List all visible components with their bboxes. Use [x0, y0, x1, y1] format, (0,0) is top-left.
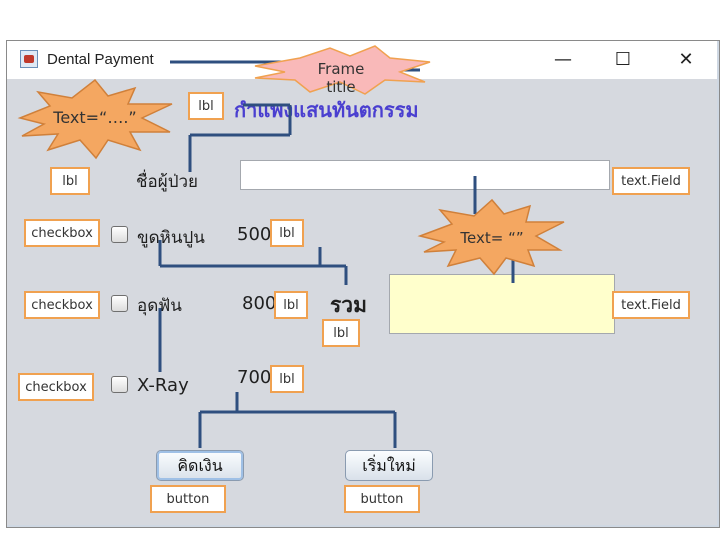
heading-lbl-tag: lbl [188, 92, 224, 120]
price-lbl-tag-1: lbl [270, 219, 304, 247]
total-field[interactable] [389, 274, 615, 334]
checkbox-tag-1: checkbox [24, 219, 100, 247]
patient-lbl-tag: lbl [50, 167, 90, 195]
scaling-label: ขูดหินปูน [137, 228, 205, 248]
reset-button[interactable]: เริ่มใหม่ [345, 450, 433, 481]
minimize-icon[interactable]: — [554, 49, 572, 70]
xray-label: X-Ray [137, 375, 189, 396]
checkbox-tag-2: checkbox [24, 291, 100, 319]
frame-title-burst [254, 45, 431, 95]
scaling-checkbox[interactable] [111, 226, 128, 243]
patient-name-label: ชื่อผู้ป่วย [136, 172, 199, 192]
frame-title-annotation: Frame title [317, 60, 365, 96]
maximize-icon[interactable]: ☐ [614, 49, 632, 70]
filling-price: 800 [242, 293, 277, 314]
calculate-button[interactable]: คิดเงิน [156, 450, 244, 481]
filling-label: อุดฟัน [137, 296, 182, 316]
empty-text-annotation: Text= “” [460, 229, 524, 247]
patient-name-field[interactable] [240, 160, 610, 190]
price-lbl-tag-2: lbl [274, 291, 308, 319]
clinic-heading: กำแพงแสนทันตกรรม [234, 98, 419, 122]
button-tag-2: button [344, 485, 420, 513]
button-tag-1: button [150, 485, 226, 513]
total-lbl-tag: lbl [322, 319, 360, 347]
close-icon[interactable]: ✕ [678, 49, 694, 70]
textfield-tag-2: text.Field [612, 291, 690, 319]
filling-checkbox[interactable] [111, 295, 128, 312]
scaling-price: 500 [237, 224, 272, 245]
heading-text-burst [17, 78, 173, 160]
textfield-tag-1: text.Field [612, 167, 690, 195]
xray-price: 700 [237, 367, 272, 388]
checkbox-tag-3: checkbox [18, 373, 94, 401]
heading-text-annotation: Text=“….” [53, 108, 137, 127]
price-lbl-tag-3: lbl [270, 365, 304, 393]
empty-text-burst [417, 198, 565, 276]
xray-checkbox[interactable] [111, 376, 128, 393]
java-app-icon [20, 50, 38, 68]
total-label: รวม [330, 293, 367, 317]
window-title: Dental Payment [47, 51, 154, 68]
